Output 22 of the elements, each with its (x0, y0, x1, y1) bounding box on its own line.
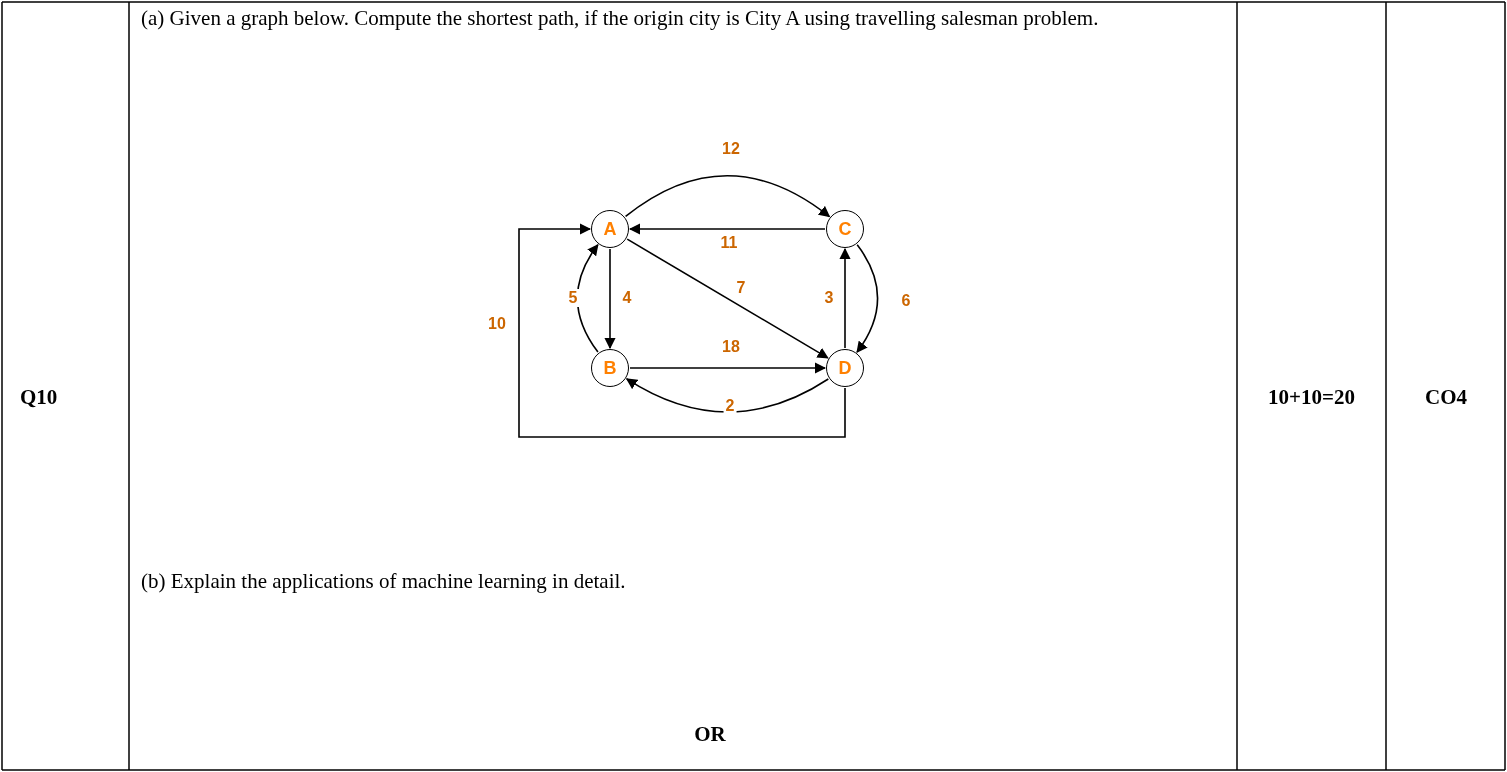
outcome-code: CO4 (1425, 385, 1467, 409)
city-circle: B (591, 349, 629, 387)
edge-label: 2 (723, 397, 737, 415)
arrow (839, 247, 851, 349)
city-circle: D (826, 349, 864, 387)
arrow (576, 243, 599, 353)
arrow (626, 238, 829, 359)
city-circle: C (826, 210, 864, 248)
question-number: Q10 (20, 385, 58, 409)
arrow (518, 223, 846, 438)
question-text: (a) Given a graph below. Compute the shortest path, if the origin city is City A using travelling salesman problem. (141, 6, 1099, 30)
separator-text: OR (694, 722, 726, 746)
city-circle: A (591, 210, 629, 248)
arrow (625, 378, 830, 413)
marks-text: 10+10=20 (1268, 385, 1355, 409)
edge-label: 5 (566, 289, 580, 307)
arrow (629, 362, 827, 374)
arrow (624, 174, 831, 218)
arrow (628, 223, 826, 235)
question-text: (b) Explain the applications of machine learning in detail. (141, 569, 626, 593)
arrow (604, 248, 616, 350)
arrow (856, 244, 879, 353)
